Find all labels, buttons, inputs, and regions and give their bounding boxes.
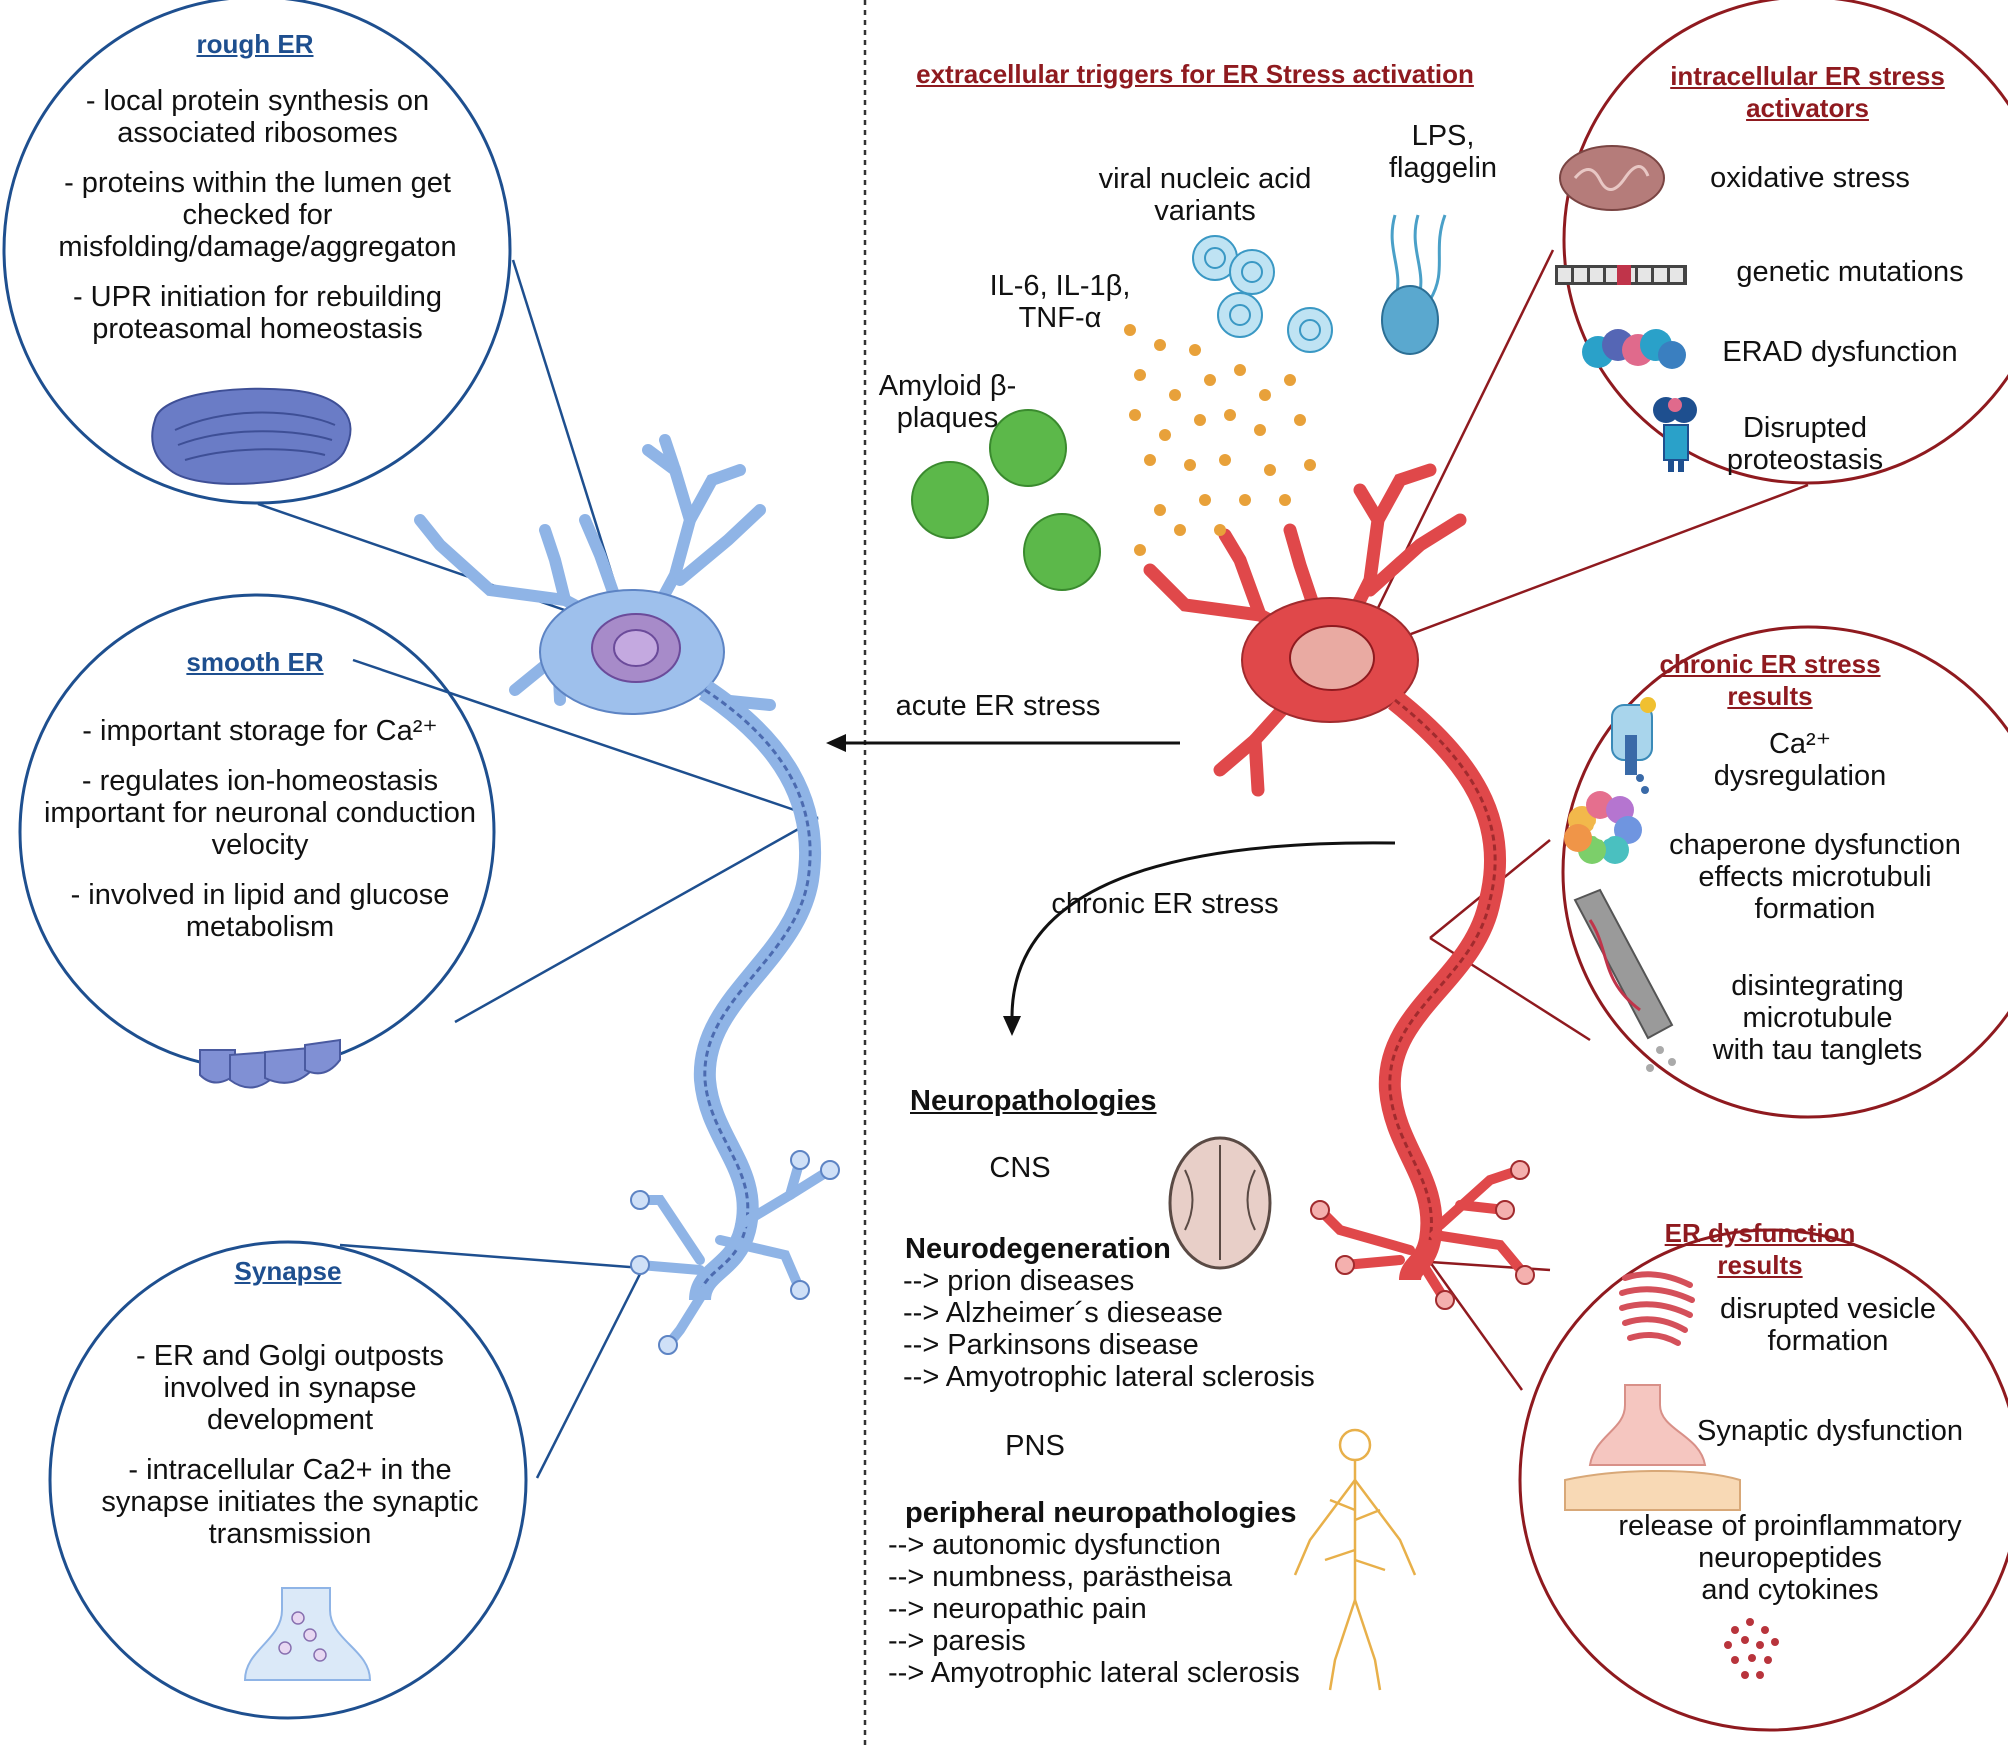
pns-disease-list: --> autonomic dysfunction --> numbness, … — [888, 1529, 1300, 1689]
peripheral-label: peripheral neuropathologies — [905, 1497, 1297, 1529]
microtubule-label: disintegrating microtubule with tau tang… — [1712, 970, 1923, 1066]
calcium-label: Ca²⁺ dysregulation — [1713, 728, 1887, 792]
chronic-results-circle — [1561, 625, 2008, 1119]
brain-icon — [1168, 1136, 1272, 1270]
cytokine-dots — [1124, 324, 1316, 556]
right-connectors — [1353, 249, 1809, 1391]
lps-label: LPS, flaggelin — [1388, 120, 1498, 184]
er-dysfunction-title: ER dysfunction results — [1664, 1218, 1856, 1280]
cytokine-label: IL-6, IL-1β, TNF-α — [989, 270, 1131, 334]
chronic-arrow — [1003, 841, 1396, 1036]
healthy-neuron — [414, 434, 840, 1355]
smooth-er-icon — [199, 1038, 341, 1089]
cns-label: CNS — [989, 1152, 1051, 1184]
rough-er-icon — [151, 387, 352, 485]
chaperone-icon — [1564, 791, 1642, 864]
acute-arrow — [826, 734, 1180, 752]
synapse-terminal-icon — [243, 1587, 372, 1681]
cns-disease-list: --> prion diseases --> Alzheimer´s diese… — [903, 1265, 1315, 1393]
synapse-text: - ER and Golgi outposts involved in syna… — [101, 1340, 479, 1550]
bacterium-icon — [1381, 214, 1447, 355]
stressed-neuron — [1143, 463, 1535, 1310]
proteostasis-label: Disrupted proteostasis — [1726, 412, 1884, 476]
erad-protein-icon — [1582, 329, 1686, 369]
amyloid-label: Amyloid β- plaques — [878, 370, 1017, 434]
neurodegeneration-label: Neurodegeneration — [905, 1233, 1171, 1265]
cytokine-release-icon — [1724, 1618, 1779, 1679]
virus-icons — [1192, 235, 1333, 353]
intracellular-title: intracellular ER stress activators — [1670, 61, 1945, 123]
rough-er-circle — [2, 0, 512, 505]
smooth-er-text: - important storage for Ca²⁺ - regulates… — [43, 715, 477, 943]
rough-er-text: - local protein synthesis on associated … — [58, 85, 457, 345]
nervous-system-icon — [1293, 1428, 1417, 1691]
proteostasis-icon — [1653, 397, 1697, 472]
vesicle-label: disrupted vesicle formation — [1720, 1293, 1936, 1357]
chronic-results-title: chronic ER stress results — [1659, 649, 1881, 711]
golgi-icon — [1619, 1271, 1695, 1346]
chronic-stress-label: chronic ER stress — [1051, 888, 1279, 920]
calcium-channel-icon — [1611, 697, 1656, 794]
er-dysfunction-circle — [1518, 1228, 2008, 1732]
cytokine-release-label: release of proinflammatory neuropeptides… — [1618, 1510, 1962, 1606]
left-connectors — [257, 259, 819, 1479]
mitochondrion-icon — [1559, 145, 1665, 211]
viral-label: viral nucleic acid variants — [1098, 163, 1312, 227]
rough-er-title: rough ER — [196, 29, 314, 59]
extracellular-title: extracellular triggers for ER Stress act… — [916, 59, 1474, 89]
synaptic-dysfunction-label: Synaptic dysfunction — [1697, 1415, 1963, 1447]
amyloid-plaque-icons — [911, 409, 1101, 591]
acute-stress-label: acute ER stress — [895, 690, 1101, 722]
erad-label: ERAD dysfunction — [1722, 336, 1958, 368]
synapse-dysfunction-icon — [1564, 1384, 1741, 1511]
synapse-circle — [48, 1240, 528, 1720]
oxidative-stress-label: oxidative stress — [1710, 162, 1910, 194]
neuropathologies-title: Neuropathologies — [910, 1085, 1157, 1117]
smooth-er-title: smooth ER — [186, 647, 324, 677]
intracellular-circle — [1562, 0, 2008, 485]
microtubule-icon — [1573, 888, 1676, 1072]
synapse-title: Synapse — [234, 1256, 342, 1286]
dna-sequence-icon — [1555, 265, 1687, 285]
genetic-mutations-label: genetic mutations — [1736, 256, 1964, 288]
chaperone-label: chaperone dysfunction effects microtubul… — [1669, 829, 1961, 925]
pns-label: PNS — [1005, 1430, 1065, 1462]
